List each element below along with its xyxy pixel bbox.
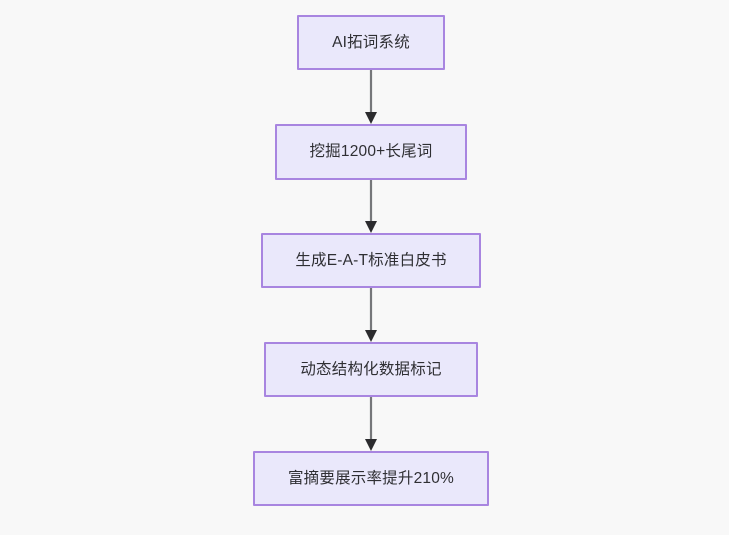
flowchart-node-rich-snippet-impression-lift[interactable]: 富摘要展示率提升210% <box>253 451 489 506</box>
node-label: 动态结构化数据标记 <box>300 360 442 378</box>
flowchart-node-ai-keyword-system[interactable]: AI拓词系统 <box>297 15 445 70</box>
node-label: 富摘要展示率提升210% <box>287 469 455 487</box>
edge-n3-n4 <box>365 288 377 342</box>
arrowhead-icon <box>365 112 377 124</box>
node-label: 生成E-A-T标准白皮书 <box>295 251 447 269</box>
flowchart-node-dynamic-structured-data-markup[interactable]: 动态结构化数据标记 <box>264 342 478 397</box>
arrowhead-icon <box>365 439 377 451</box>
edge-n1-n2 <box>365 70 377 124</box>
node-label: AI拓词系统 <box>332 33 410 51</box>
node-label: 挖掘1200+长尾词 <box>309 143 433 161</box>
edge-n4-n5 <box>365 397 377 451</box>
arrowhead-icon <box>365 330 377 342</box>
edge-n2-n3 <box>365 180 377 233</box>
arrowhead-icon <box>365 221 377 233</box>
flowchart-node-generate-eat-whitepaper[interactable]: 生成E-A-T标准白皮书 <box>261 233 481 288</box>
flowchart-node-mine-longtail-keywords[interactable]: 挖掘1200+长尾词 <box>275 124 467 180</box>
